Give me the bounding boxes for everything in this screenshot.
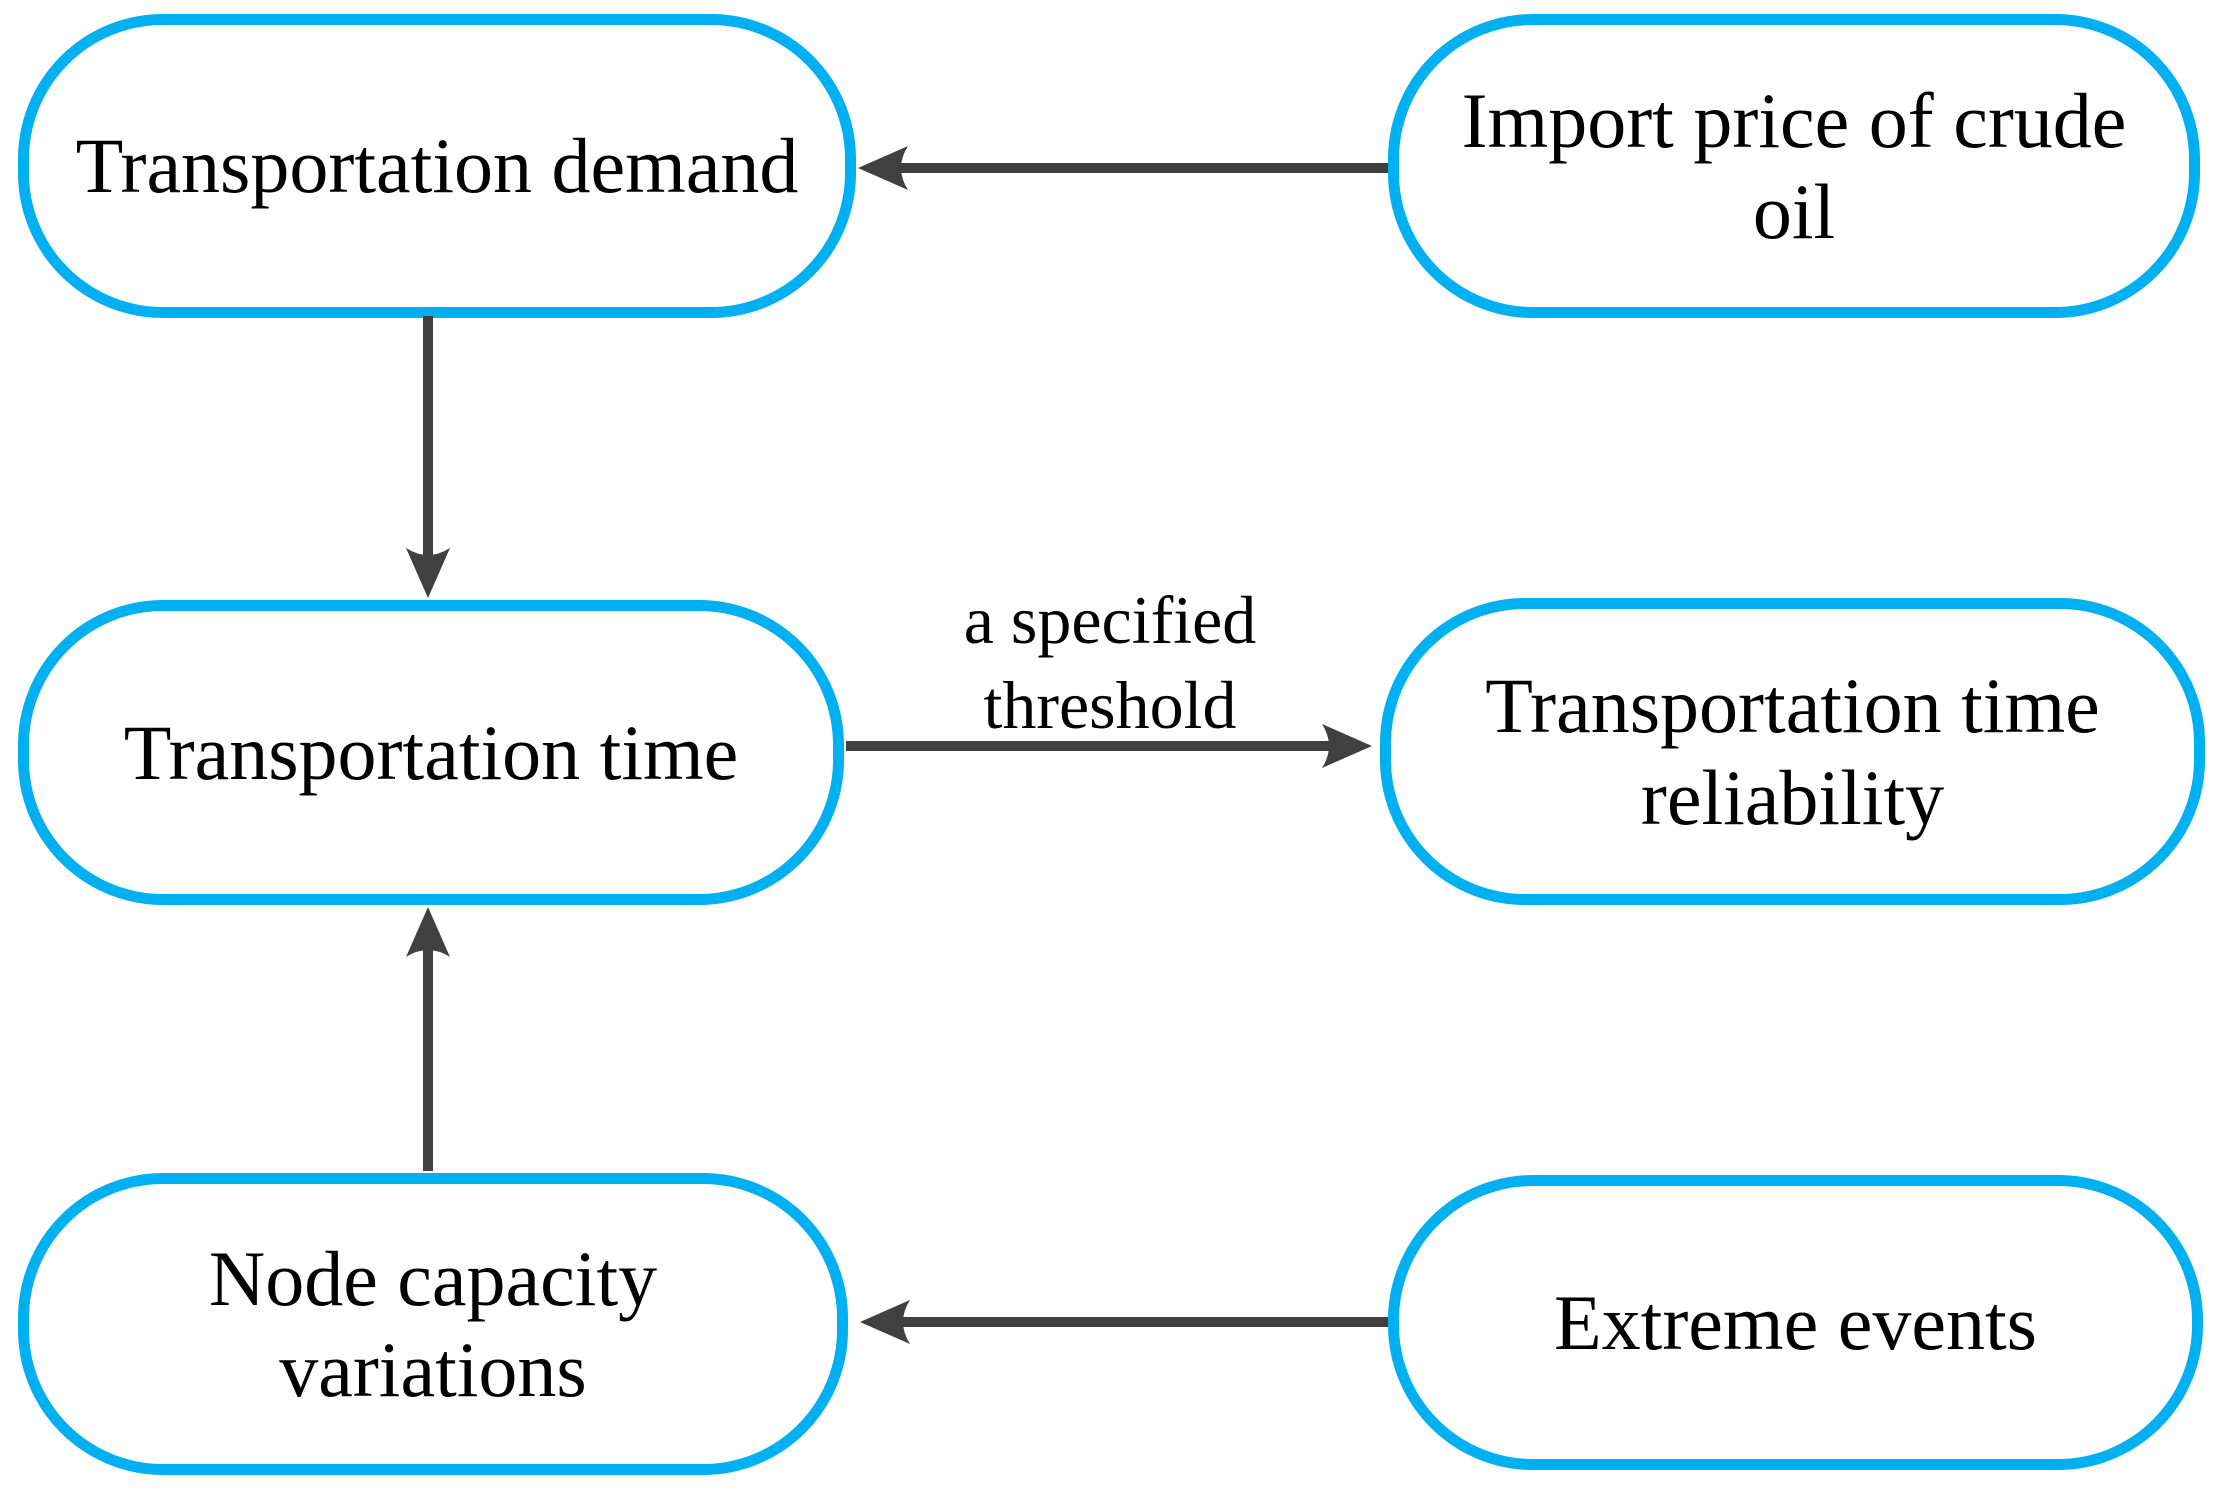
node-transportation-time-reliability: Transportation time reliability bbox=[1380, 598, 2205, 905]
node-transportation-demand: Transportation demand bbox=[18, 14, 856, 318]
edge-label-specified-threshold: a specified threshold bbox=[963, 582, 1257, 743]
node-extreme-events: Extreme events bbox=[1388, 1175, 2203, 1470]
node-transportation-time: Transportation time bbox=[18, 600, 844, 905]
node-node-capacity-variations: Node capacity variations bbox=[18, 1173, 848, 1475]
node-import-price-of-crude-oil: Import price of crude oil bbox=[1388, 14, 2200, 318]
